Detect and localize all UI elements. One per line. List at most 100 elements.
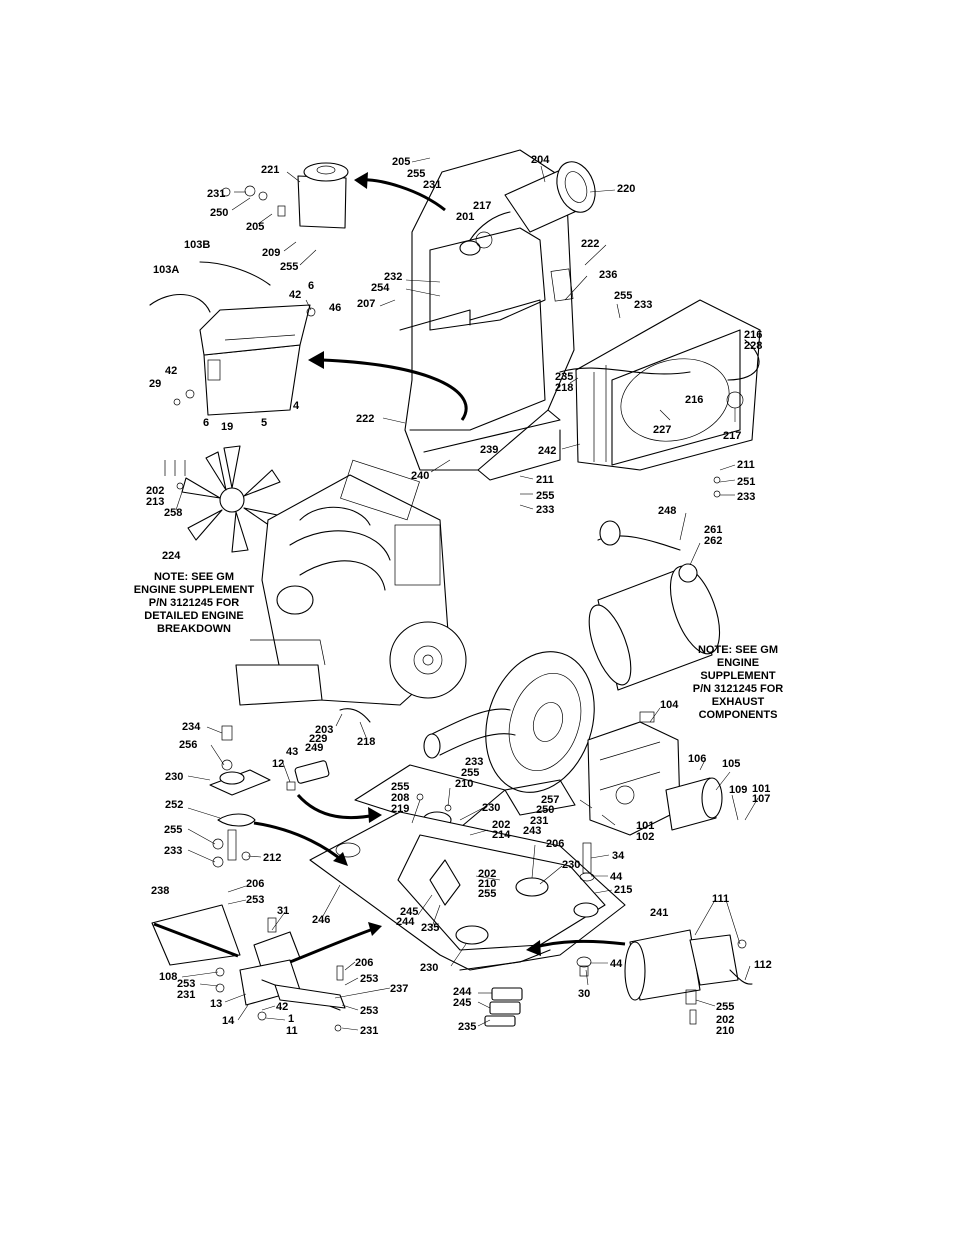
- callout-label: 256: [179, 739, 197, 751]
- battery: [149, 261, 316, 416]
- callout-label: 101: [636, 820, 654, 832]
- radiator: [559, 299, 761, 471]
- callout-label: 230: [482, 802, 500, 814]
- exhaust-note: NOTE: SEE GM ENGINE SUPPLEMENT P/N 31212…: [693, 644, 784, 721]
- callout-label: 231: [530, 815, 548, 827]
- parts-artwork: [149, 149, 761, 1032]
- muffler: [588, 476, 721, 691]
- callout-label: 34: [612, 850, 625, 862]
- engine-mounts: [209, 725, 271, 868]
- callout-label: 232: [384, 271, 402, 283]
- engine-note-line: ENGINE SUPPLEMENT: [134, 584, 255, 596]
- callout-label: 227: [653, 424, 671, 436]
- cooling-fan: [164, 445, 283, 553]
- starter-motor: [624, 929, 753, 1025]
- callout-label: 202: [478, 868, 496, 880]
- callout-label: 43: [286, 746, 298, 758]
- callout-label: 108: [159, 971, 177, 983]
- engine-block: [235, 459, 467, 723]
- callout-label: 210: [478, 878, 496, 890]
- callout-label: 228: [744, 340, 762, 352]
- callout-label: 210: [455, 778, 473, 790]
- callout-label: 102: [636, 831, 654, 843]
- callout-label: 204: [531, 154, 550, 166]
- coolant-tank: [221, 162, 349, 229]
- callout-label: 205: [246, 221, 264, 233]
- callout-label: 207: [357, 298, 375, 310]
- callout-label: 255: [391, 781, 409, 793]
- callout-label: 233: [634, 299, 652, 311]
- callout-label: 210: [716, 1025, 734, 1037]
- callout-label: 31: [277, 905, 289, 917]
- callout-label: 213: [146, 496, 164, 508]
- callout-label: 255: [478, 888, 496, 900]
- callout-label: 231: [360, 1025, 378, 1037]
- callout-label: 216: [744, 329, 762, 341]
- callout-label: 219: [391, 803, 409, 815]
- callout-label: 4: [293, 400, 300, 412]
- callout-label: 109: [729, 784, 747, 796]
- callout-label: 234: [182, 721, 201, 733]
- callout-label: 216: [685, 394, 703, 406]
- callout-label: 230: [165, 771, 183, 783]
- callout-label: 205: [392, 156, 410, 168]
- callout-label: 19: [221, 421, 233, 433]
- callout-label: 11: [286, 1025, 298, 1037]
- callout-label: 220: [617, 183, 635, 195]
- engine-note: NOTE: SEE GM ENGINE SUPPLEMENT P/N 31212…: [134, 571, 255, 635]
- callout-label: 202: [146, 485, 164, 497]
- callout-label: 208: [391, 792, 409, 804]
- callout-label: 14: [222, 1015, 235, 1027]
- callout-label: 230: [420, 962, 438, 974]
- callout-label: 244: [453, 986, 472, 998]
- callout-label: 42: [165, 365, 177, 377]
- callout-label: 250: [210, 207, 228, 219]
- callout-label: 211: [737, 459, 755, 471]
- callout-label: 253: [360, 973, 378, 985]
- leader-lines: [175, 157, 759, 1031]
- callout-label: 206: [246, 878, 264, 890]
- callout-label: 231: [207, 188, 225, 200]
- callout-label: 222: [356, 413, 374, 425]
- callout-labels: 205 255 231 204 220 221 231 250 205 217 …: [146, 154, 772, 1037]
- exhaust-note-line: COMPONENTS: [699, 709, 778, 721]
- callout-label: 245: [453, 997, 471, 1009]
- callout-label: 255: [716, 1001, 734, 1013]
- callout-label: 239: [480, 444, 498, 456]
- callout-label: 253: [177, 978, 195, 990]
- callout-label: 206: [355, 957, 373, 969]
- callout-label: 202: [492, 819, 510, 831]
- callout-label: 103A: [153, 264, 179, 276]
- callout-label: 229: [309, 733, 327, 745]
- callout-label: 235: [458, 1021, 476, 1033]
- exhaust-note-line: NOTE: SEE GM: [698, 644, 778, 656]
- callout-label: 252: [165, 799, 183, 811]
- callout-label: 218: [357, 736, 375, 748]
- callout-label: 245: [400, 906, 418, 918]
- callout-label: 103B: [184, 239, 210, 251]
- callout-label: 248: [658, 505, 676, 517]
- callout-label: 235: [555, 371, 573, 383]
- callout-label: 221: [261, 164, 279, 176]
- exhaust-note-line: EXHAUST: [712, 696, 765, 708]
- callout-label: 231: [423, 179, 441, 191]
- callout-label: 13: [210, 998, 222, 1010]
- callout-label: 107: [752, 793, 770, 805]
- callout-label: 44: [610, 871, 623, 883]
- callout-label: 105: [722, 758, 740, 770]
- flywheel-housing: [423, 651, 595, 816]
- callout-label: 262: [704, 535, 722, 547]
- callout-label: 233: [737, 491, 755, 503]
- callout-label: 255: [536, 490, 554, 502]
- callout-label: 241: [650, 907, 668, 919]
- callout-label: 6: [308, 280, 314, 292]
- callout-label: 255: [461, 767, 479, 779]
- callout-label: 233: [465, 756, 483, 768]
- callout-label: 257: [541, 794, 559, 806]
- exhaust-note-line: P/N 3121245 FOR: [693, 683, 784, 695]
- callout-label: 217: [473, 200, 491, 212]
- callout-label: 233: [536, 504, 554, 516]
- callout-label: 209: [262, 247, 280, 259]
- callout-label: 231: [177, 989, 195, 1001]
